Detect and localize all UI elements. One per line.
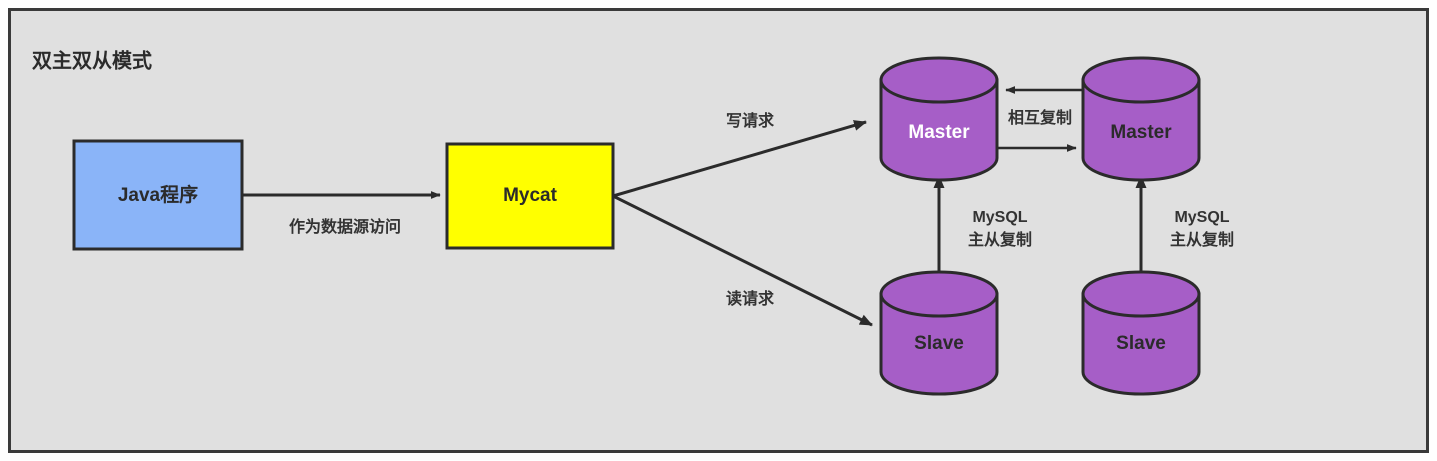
edge-label-mysql-left-line2: 主从复制 — [968, 230, 1032, 249]
java-app-box[interactable] — [72, 139, 244, 251]
node-mycat[interactable]: Mycat — [445, 142, 615, 250]
master-right-label: Master — [1110, 122, 1172, 143]
slave-left-label: Slave — [914, 333, 964, 354]
slave-right-cylinder-body[interactable] — [1081, 292, 1201, 396]
edge-mycat-to-master-left: 写请求 — [612, 111, 867, 198]
edge-label-mysql-left-line1: MySQL — [972, 209, 1027, 226]
master-right-cylinder-top — [1081, 56, 1201, 104]
edge-java-to-mycat: 作为数据源访问 — [242, 191, 441, 236]
mycat-label: Mycat — [503, 185, 558, 206]
edge-label-java-to-mycat: 作为数据源访问 — [289, 217, 401, 236]
master-left-cylinder-body[interactable] — [879, 78, 999, 182]
edge-label-read-request: 读请求 — [726, 289, 775, 308]
node-java-app[interactable]: Java程序 — [72, 139, 244, 251]
edge-label-write-request: 写请求 — [726, 111, 775, 130]
edge-slave-right-to-master-right: MySQL 主从复制 — [1135, 175, 1234, 278]
node-slave-left[interactable]: Slave — [879, 270, 999, 396]
node-slave-right[interactable]: Slave — [1081, 270, 1201, 396]
node-master-right[interactable]: Master — [1081, 56, 1201, 182]
slave-right-label: Slave — [1116, 333, 1166, 354]
arrow-read-request — [612, 194, 873, 327]
slave-left-cylinder-body[interactable] — [879, 292, 999, 396]
slave-left-cylinder-top — [879, 270, 999, 318]
master-left-cylinder-top — [879, 56, 999, 104]
edge-label-mutual-replication: 相互复制 — [1008, 108, 1072, 127]
slave-right-cylinder-top — [1081, 270, 1201, 318]
edge-label-mysql-right-line1: MySQL — [1174, 209, 1229, 226]
edge-mycat-to-slave-left: 读请求 — [612, 194, 873, 327]
edge-slave-left-to-master-left: MySQL 主从复制 — [933, 175, 1032, 278]
master-right-cylinder-body[interactable] — [1081, 78, 1201, 182]
arrow-write-request — [612, 120, 867, 198]
master-left-label: Master — [908, 122, 970, 143]
node-master-left[interactable]: Master — [879, 56, 999, 182]
edge-label-mysql-right-line2: 主从复制 — [1170, 230, 1234, 249]
page-title: 双主双从模式 — [32, 48, 152, 72]
java-app-label: Java程序 — [118, 183, 198, 206]
mycat-box[interactable] — [445, 142, 615, 250]
